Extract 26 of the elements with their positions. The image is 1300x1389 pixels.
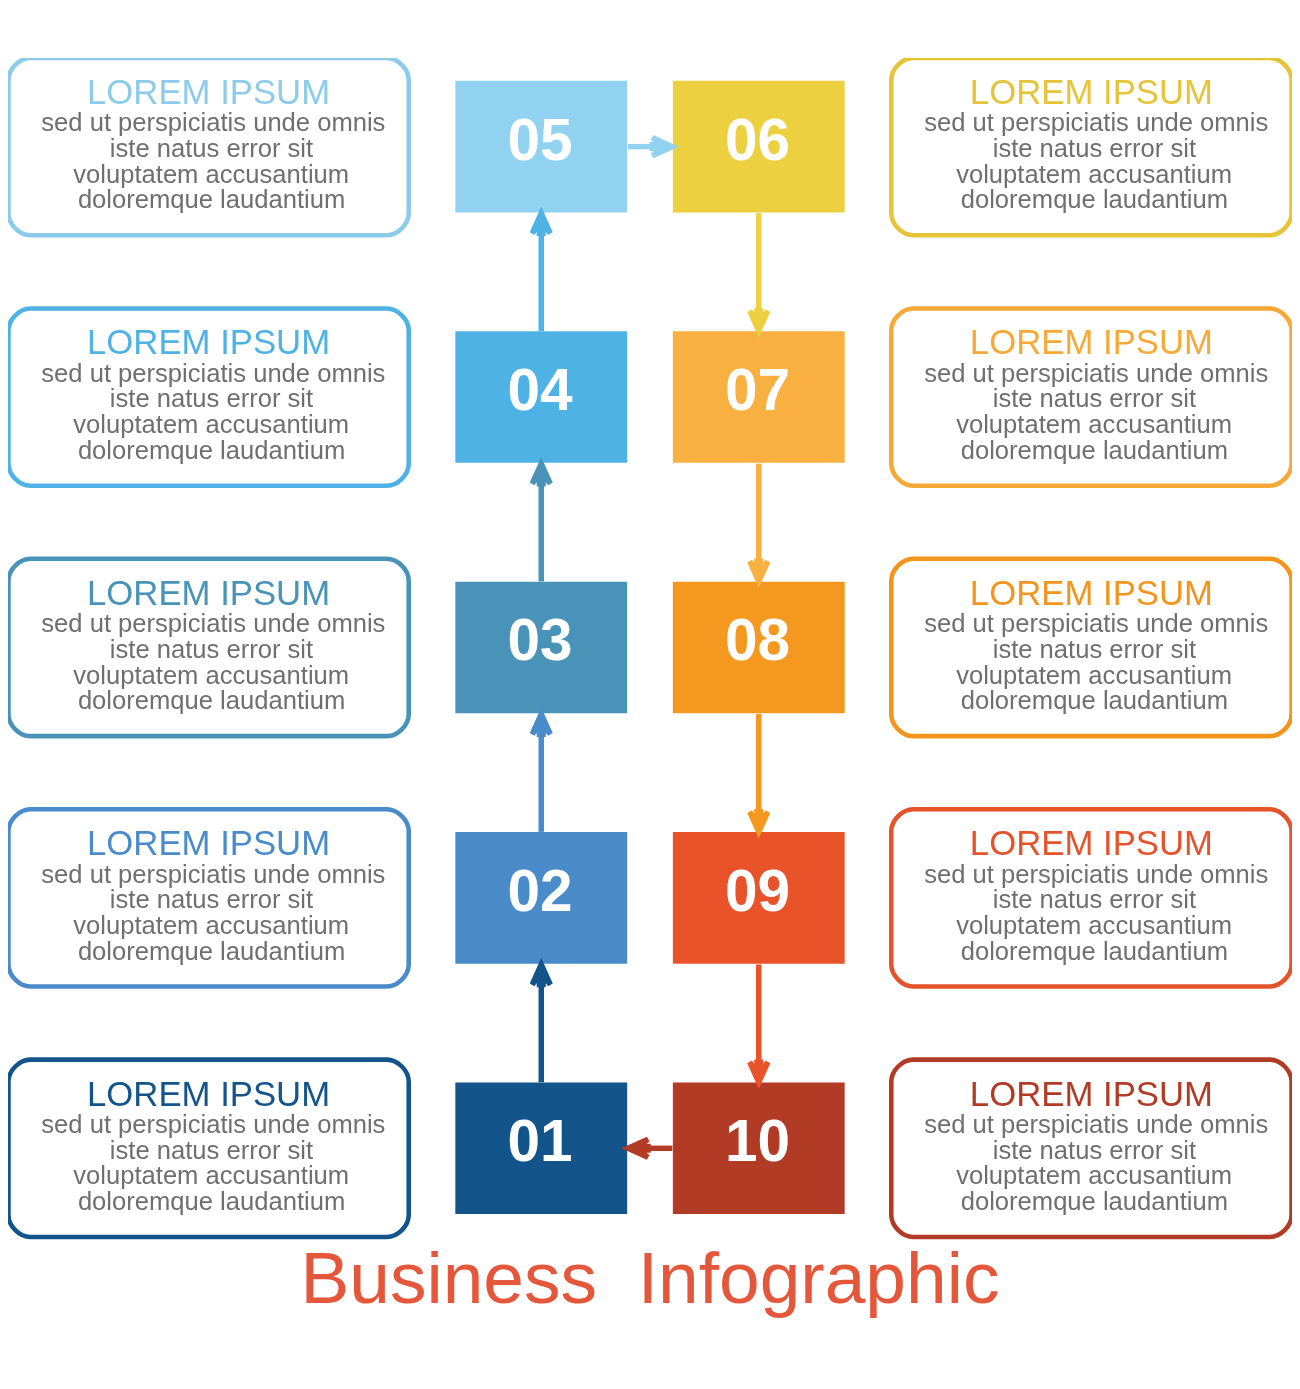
node-box: 09 [672,831,845,964]
node-box: LOREM IPSUM sed ut perspiciatis unde omnis iste natus error sit voluptatem accusantium doloremque laudantium [889,806,1292,989]
node-box: 03 [455,581,628,713]
node-box: LOREM IPSUM sed ut perspiciatis unde omnis iste natus error sit voluptatem accusantium doloremque laudantium [889,57,1292,238]
node-box: LOREM IPSUM sed ut perspiciatis unde omnis iste natus error sit voluptatem accusantium doloremque laudantium [889,1056,1292,1239]
node-box: 06 [672,80,845,212]
node-box: LOREM IPSUM sed ut perspiciatis unde omnis iste natus error sit voluptatem accusantium doloremque laudantium [8,806,411,989]
arrow [529,710,554,832]
node-box: 01 [455,1082,628,1214]
arrow [627,134,676,158]
arrow [529,209,554,331]
node-box: 05 [455,80,628,212]
node-box: 08 [672,581,845,713]
node-box: LOREM IPSUM sed ut perspiciatis unde omnis iste natus error sit voluptatem accusantium doloremque laudantium [8,305,411,488]
node-box: 07 [672,330,845,463]
node-box: LOREM IPSUM sed ut perspiciatis unde omnis iste natus error sit voluptatem accusantium doloremque laudantium [889,556,1292,738]
node-box: 04 [455,330,628,463]
node-box: 10 [672,1082,845,1214]
diagram-title: Business Infographic [300,1236,1000,1318]
node-box: LOREM IPSUM sed ut perspiciatis unde omnis iste natus error sit voluptatem accusantium doloremque laudantium [889,305,1292,488]
node-box: LOREM IPSUM sed ut perspiciatis unde omnis iste natus error sit voluptatem accusantium doloremque laudantium [8,1056,411,1239]
arrow [529,460,554,581]
arrow [529,961,554,1082]
node-box: 02 [455,831,628,964]
node-box: LOREM IPSUM sed ut perspiciatis unde omnis iste natus error sit voluptatem accusantium doloremque laudantium [8,57,411,238]
node-box: LOREM IPSUM sed ut perspiciatis unde omnis iste natus error sit voluptatem accusantium doloremque laudantium [8,556,411,738]
